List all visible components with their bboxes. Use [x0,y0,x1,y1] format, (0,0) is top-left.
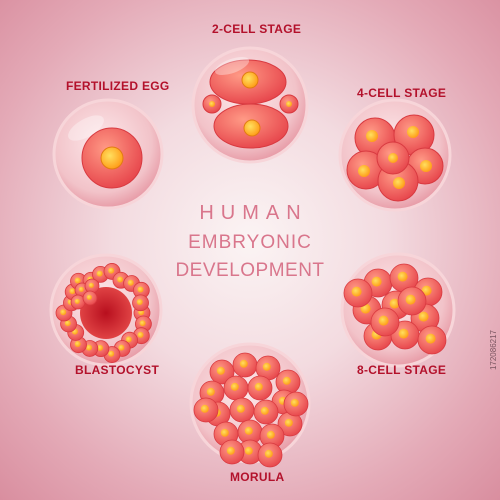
embryo-cell-nucleus [378,315,389,326]
title-line-development: DEVELOPMENT [175,260,325,281]
four-cell-stage-figure [338,98,452,212]
embryo-cell-nucleus [389,298,400,309]
morula-cell-nucleus [266,430,275,439]
morula-cell-nucleus [226,446,235,455]
morula-cell-nucleus [206,387,215,396]
two-cell-stage-figure [191,46,309,164]
blastocyst-cell-nucleus [85,344,92,351]
morula-cell-nucleus [260,406,269,415]
morula-cell-nucleus [254,382,263,391]
fertilized-egg-figure [52,98,164,210]
blastocyst-cell-nucleus [96,270,103,277]
morula-figure [189,342,311,468]
blastocyst-cell-nucleus [137,286,144,293]
morula-cell-nucleus [216,366,225,375]
blastocyst-cell-nucleus [108,350,115,357]
four-cell-stage-label: 4-CELL STAGE [357,86,447,100]
blastocyst-figure [49,253,163,367]
inner-cell-mass-cell-nucleus [86,294,92,300]
embryo-cell-nucleus [418,311,429,322]
blastocyst-cell-nucleus [125,336,132,343]
inner-cell-mass-cell-nucleus [74,298,80,304]
embryo-cell-nucleus [351,286,362,297]
morula-cell-nucleus [284,418,293,427]
blastocyst-cell-nucleus [69,288,76,295]
blastocyst-cell-nucleus [60,309,67,316]
eight-cell-stage-label: 8-CELL STAGE [357,363,447,377]
inner-cell-mass-cell-nucleus [88,282,94,288]
morula-cell-nucleus [239,359,248,368]
embryo-cell-nucleus [398,328,409,339]
title-line-embryonic: EMBRYONIC [188,232,312,253]
blastocyst-cell-nucleus [74,277,81,284]
stock-id-watermark: 172086217 [489,330,498,371]
blastocyst-cell-nucleus [74,340,81,347]
embryo-cell-nucleus [397,271,408,282]
embryo-cell-nucleus [421,285,432,296]
blastocyst-cell-nucleus [97,344,104,351]
two-cell-stage-label: 2-CELL STAGE [212,22,302,36]
morula-cell-nucleus [236,404,245,413]
blastocyst-cell-nucleus [117,276,124,283]
morula-cell-nucleus [200,404,209,413]
fertilized-egg-label: FERTILIZED EGG [66,79,170,93]
blastocyst-cell-nucleus [118,344,125,351]
embryo-cell-nucleus [405,294,416,305]
blastocyst-cell-nucleus [127,279,134,286]
blastocyst-label: BLASTOCYST [75,363,160,377]
morula-cell-nucleus [244,446,253,455]
morula-label: MORULA [230,470,285,484]
embryo-cell-nucleus [371,276,382,287]
inner-cell-mass-cell-nucleus [78,286,84,292]
morula-cell-nucleus [282,376,291,385]
eight-cell-stage-figure [340,252,456,368]
blastocyst-cell-nucleus [136,299,143,306]
morula-cell-nucleus [264,449,273,458]
blastocyst-cell-nucleus [137,331,144,338]
title-line-human: HUMAN [199,202,308,224]
blastocyst-cell-nucleus [64,320,71,327]
morula-cell-nucleus [220,428,229,437]
blastocyst-cell-nucleus [108,267,115,274]
morula-cell-nucleus [230,382,239,391]
morula-cell-nucleus [290,398,299,407]
morula-cell-nucleus [244,426,253,435]
blastocyst-cell-nucleus [139,320,146,327]
embryo-cell-nucleus [425,333,436,344]
morula-cell-nucleus [262,362,271,371]
